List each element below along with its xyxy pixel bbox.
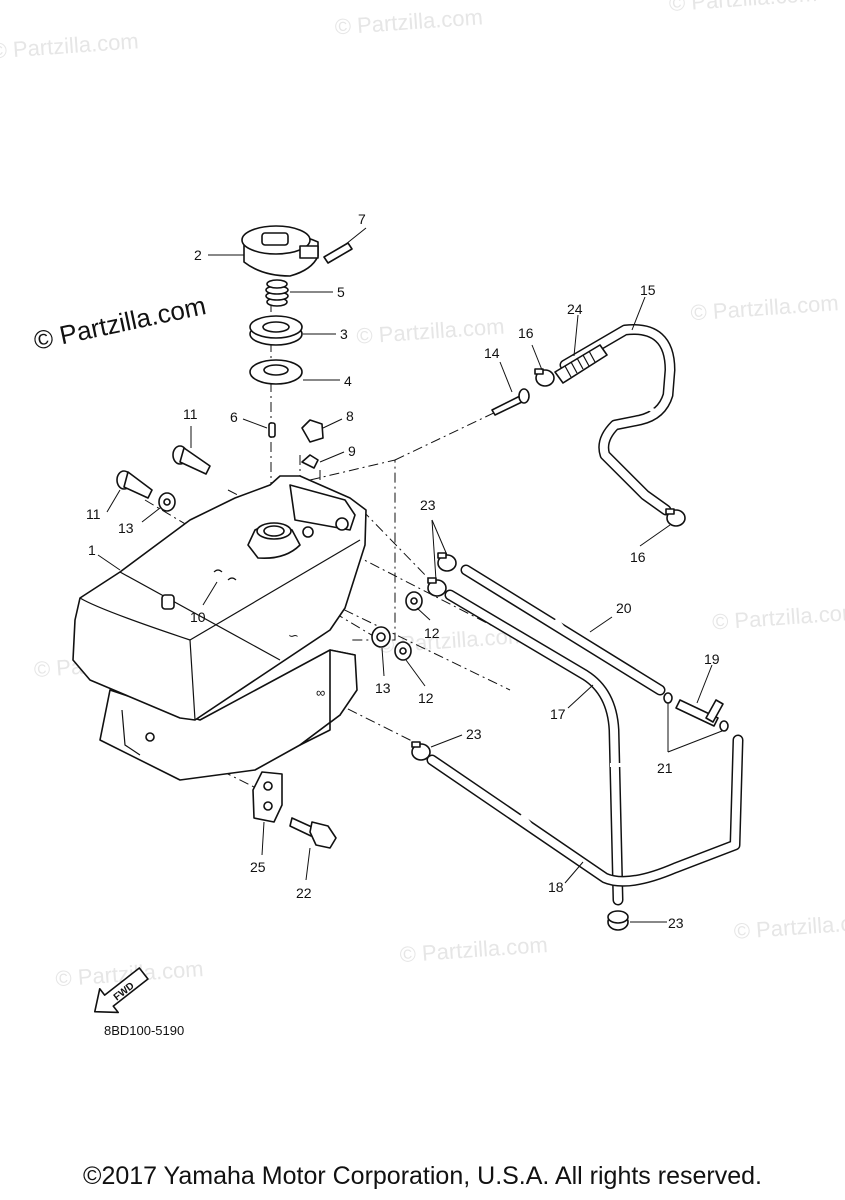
- watermark: © Partzilla.com: [334, 4, 484, 39]
- screw-14: [491, 388, 530, 416]
- hose-17: [444, 589, 624, 906]
- callouts: 1 2 3 4 5 6 7 8 9 10 11 11 12 12 13 13 1…: [86, 211, 720, 931]
- callout-25: 25: [250, 859, 266, 875]
- bolt-11-upper: [172, 445, 211, 475]
- callout-9: 9: [348, 443, 356, 459]
- callout-5: 5: [337, 284, 345, 300]
- watermark: © Partzilla.com: [690, 290, 840, 325]
- clamp-23-a: [437, 552, 457, 572]
- grommet-12-lower: [394, 641, 412, 661]
- diagram-code: 8BD100-5190: [104, 1023, 184, 1038]
- washer-13-left: [158, 492, 176, 512]
- grommet-12-upper: [405, 591, 423, 611]
- callout-1: 1: [88, 542, 96, 558]
- filler-neck: [247, 484, 356, 560]
- callout-23b: 23: [466, 726, 482, 742]
- callout-11b: 11: [86, 506, 101, 522]
- callout-8: 8: [346, 408, 354, 424]
- bolt-11-lower: [116, 470, 153, 499]
- callout-6: 6: [230, 409, 238, 425]
- pin: [323, 242, 353, 264]
- nut: [301, 419, 324, 443]
- callout-13a: 13: [118, 520, 134, 536]
- tank-mark: ∞: [316, 685, 325, 700]
- callout-22: 22: [296, 885, 312, 901]
- cap-seal: [249, 359, 303, 385]
- copyright-notice: ©2017 Yamaha Motor Corporation, U.S.A. A…: [83, 1162, 762, 1190]
- callout-15: 15: [640, 282, 656, 298]
- clamp-23-d: [607, 910, 629, 931]
- callout-24: 24: [567, 301, 583, 317]
- callout-18: 18: [548, 879, 564, 895]
- hose-fitting-24: [554, 344, 608, 384]
- callout-12b: 12: [418, 690, 434, 706]
- callout-19: 19: [704, 651, 720, 667]
- hose-20: [460, 564, 666, 696]
- callout-2: 2: [194, 247, 202, 263]
- clip: [301, 454, 319, 469]
- callout-13b: 13: [375, 680, 391, 696]
- callout-20: 20: [616, 600, 632, 616]
- bolt-22: [289, 817, 337, 849]
- leader-lines: [97, 227, 723, 923]
- callout-14: 14: [484, 345, 500, 361]
- callout-17: 17: [550, 706, 566, 722]
- watermark: © Partzilla.com: [668, 0, 818, 16]
- watermark: © Partzilla.com: [356, 313, 506, 348]
- callout-16a: 16: [518, 325, 534, 341]
- watermark: © Partzilla.com: [399, 932, 549, 967]
- watermark-group: © Partzilla.com © Partzilla.com © Partzi…: [0, 0, 845, 991]
- clamp-23-b: [427, 577, 447, 597]
- watermark: © Partzilla.com: [711, 599, 845, 634]
- vent-hose-15: [559, 324, 676, 516]
- callout-23a: 23: [420, 497, 436, 513]
- callout-4: 4: [344, 373, 352, 389]
- callout-3: 3: [340, 326, 348, 342]
- callout-7: 7: [358, 211, 366, 227]
- clamp-16-upper: [534, 368, 555, 387]
- callout-23c: 23: [668, 915, 684, 931]
- fuel-cap: [241, 225, 319, 277]
- watermark: © Partzilla.com: [0, 28, 139, 63]
- clamp-23-c: [411, 741, 431, 761]
- tank-mark: ∽: [288, 628, 299, 643]
- cap-gasket: [249, 315, 303, 346]
- spring: [265, 279, 289, 307]
- callout-10: 10: [190, 609, 206, 625]
- hose-18: [426, 734, 744, 887]
- t-joint-19: [675, 699, 724, 727]
- washer-13-right: [371, 626, 391, 648]
- bracket-25: [252, 771, 283, 823]
- callout-16b: 16: [630, 549, 646, 565]
- callout-21: 21: [657, 760, 673, 776]
- clamp-16-lower: [665, 508, 686, 527]
- watermark-main: © Partzilla.com: [31, 290, 209, 356]
- watermark: © Partzilla.com: [733, 909, 845, 944]
- small-pin: [268, 422, 276, 438]
- clip-10: [213, 569, 237, 581]
- callout-12a: 12: [424, 625, 440, 641]
- callout-11a: 11: [183, 406, 198, 422]
